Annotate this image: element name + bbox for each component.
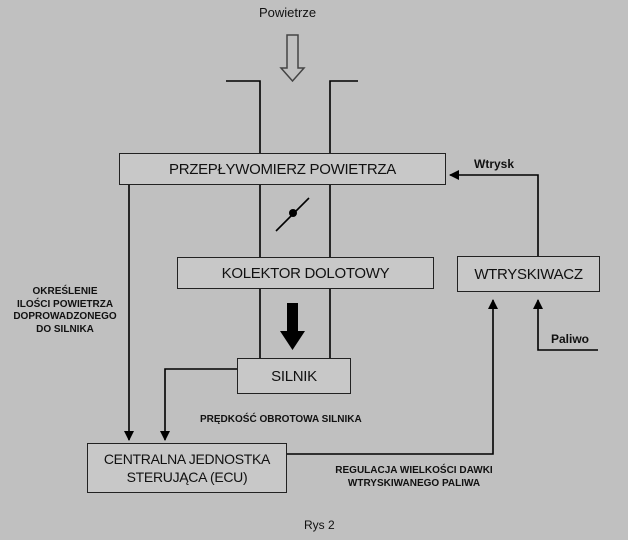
dose-regulation-signal-line <box>286 299 498 455</box>
fuel-supply-line <box>533 299 598 351</box>
airflow-meter-box: PRZEPŁYWOMIERZ POWIETRZA <box>119 153 446 185</box>
engine-speed-label: PRĘDKOŚĆ OBROTOWA SILNIKA <box>200 414 362 425</box>
intake-duct-left-wall <box>226 80 261 153</box>
air-amount-line-3: DOPROWADZONEGO <box>13 311 117 322</box>
air-amount-label: OKREŚLENIE ILOŚCI POWIETRZA DOPROWADZONE… <box>4 286 126 336</box>
engine-box: SILNIK <box>237 358 351 394</box>
ecu-label-line-2: STERUJĄCA (ECU) <box>126 469 248 485</box>
air-inlet-arrow <box>279 34 306 83</box>
intake-manifold-label: KOLEKTOR DOLOTOWY <box>221 264 390 282</box>
figure-caption: Rys 2 <box>304 518 335 532</box>
ecu-label-line-1: CENTRALNA JEDNOSTKA <box>103 451 271 467</box>
engine-label: SILNIK <box>271 367 317 385</box>
airflow-meter-label: PRZEPŁYWOMIERZ POWIETRZA <box>169 160 396 178</box>
ecu-box: CENTRALNA JEDNOSTKA STERUJĄCA (ECU) <box>87 443 287 493</box>
air-amount-line-4: DO SILNIKA <box>36 323 94 335</box>
air-label: Powietrze <box>259 5 317 20</box>
dose-regulation-line-2: WTRYSKIWANEGO PALIWA <box>347 477 481 489</box>
injection-line <box>449 170 539 256</box>
injection-label: Wtrysk <box>474 157 515 171</box>
flow-down-arrow <box>280 303 305 350</box>
injector-box: WTRYSKIWACZ <box>457 256 600 292</box>
intake-manifold-box: KOLEKTOR DOLOTOWY <box>177 257 434 289</box>
engine-speed-signal-line <box>160 368 237 441</box>
injector-label: WTRYSKIWACZ <box>474 265 583 283</box>
dose-regulation-line-1: REGULACJA WIELKOŚCI DAWKI <box>335 465 493 476</box>
air-amount-line-1: OKREŚLENIE <box>32 286 98 297</box>
fuel-label: Paliwo <box>551 332 590 346</box>
throttle-valve-icon <box>275 197 310 232</box>
air-amount-line-2: ILOŚCI POWIETRZA <box>16 298 114 310</box>
intake-duct-right-wall <box>329 80 358 153</box>
dose-regulation-label: REGULACJA WIELKOŚCI DAWKI WTRYSKIWANEGO … <box>324 465 504 490</box>
